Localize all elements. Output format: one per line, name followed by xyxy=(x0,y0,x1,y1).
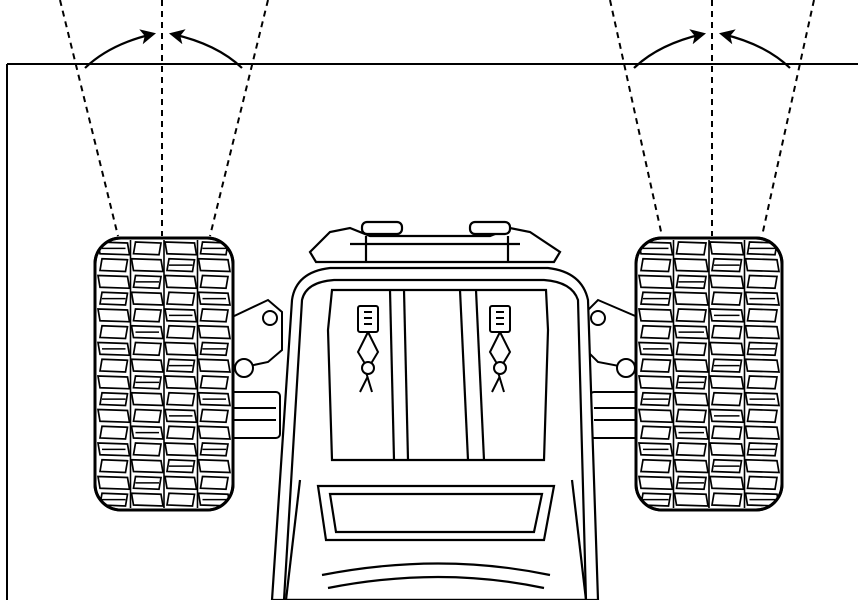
body-pin-right xyxy=(488,305,512,393)
left-tire xyxy=(93,236,235,512)
right-guide-outer-line xyxy=(609,0,663,237)
left-guide-lines xyxy=(59,0,269,237)
body-pin-left xyxy=(356,305,380,393)
left-direction-arrows xyxy=(84,29,243,69)
windshield xyxy=(316,484,556,542)
right-guide-lines xyxy=(609,0,815,237)
right-direction-arrows xyxy=(633,29,791,69)
reference-frame xyxy=(6,63,858,600)
left-arrow-outer-icon xyxy=(84,29,156,69)
left-suspension xyxy=(227,298,283,439)
left-arrow-inner-icon xyxy=(168,29,243,69)
hood-panel xyxy=(326,288,550,462)
right-guide-inner-line xyxy=(761,0,815,237)
left-guide-outer-line xyxy=(59,0,119,237)
left-guide-inner-line xyxy=(209,0,269,237)
right-suspension xyxy=(585,298,643,439)
right-arrow-outer-icon xyxy=(633,29,707,69)
body-shell xyxy=(270,266,600,600)
right-arrow-inner-icon xyxy=(719,29,791,69)
truck-body xyxy=(270,220,600,600)
right-tire xyxy=(634,236,784,512)
